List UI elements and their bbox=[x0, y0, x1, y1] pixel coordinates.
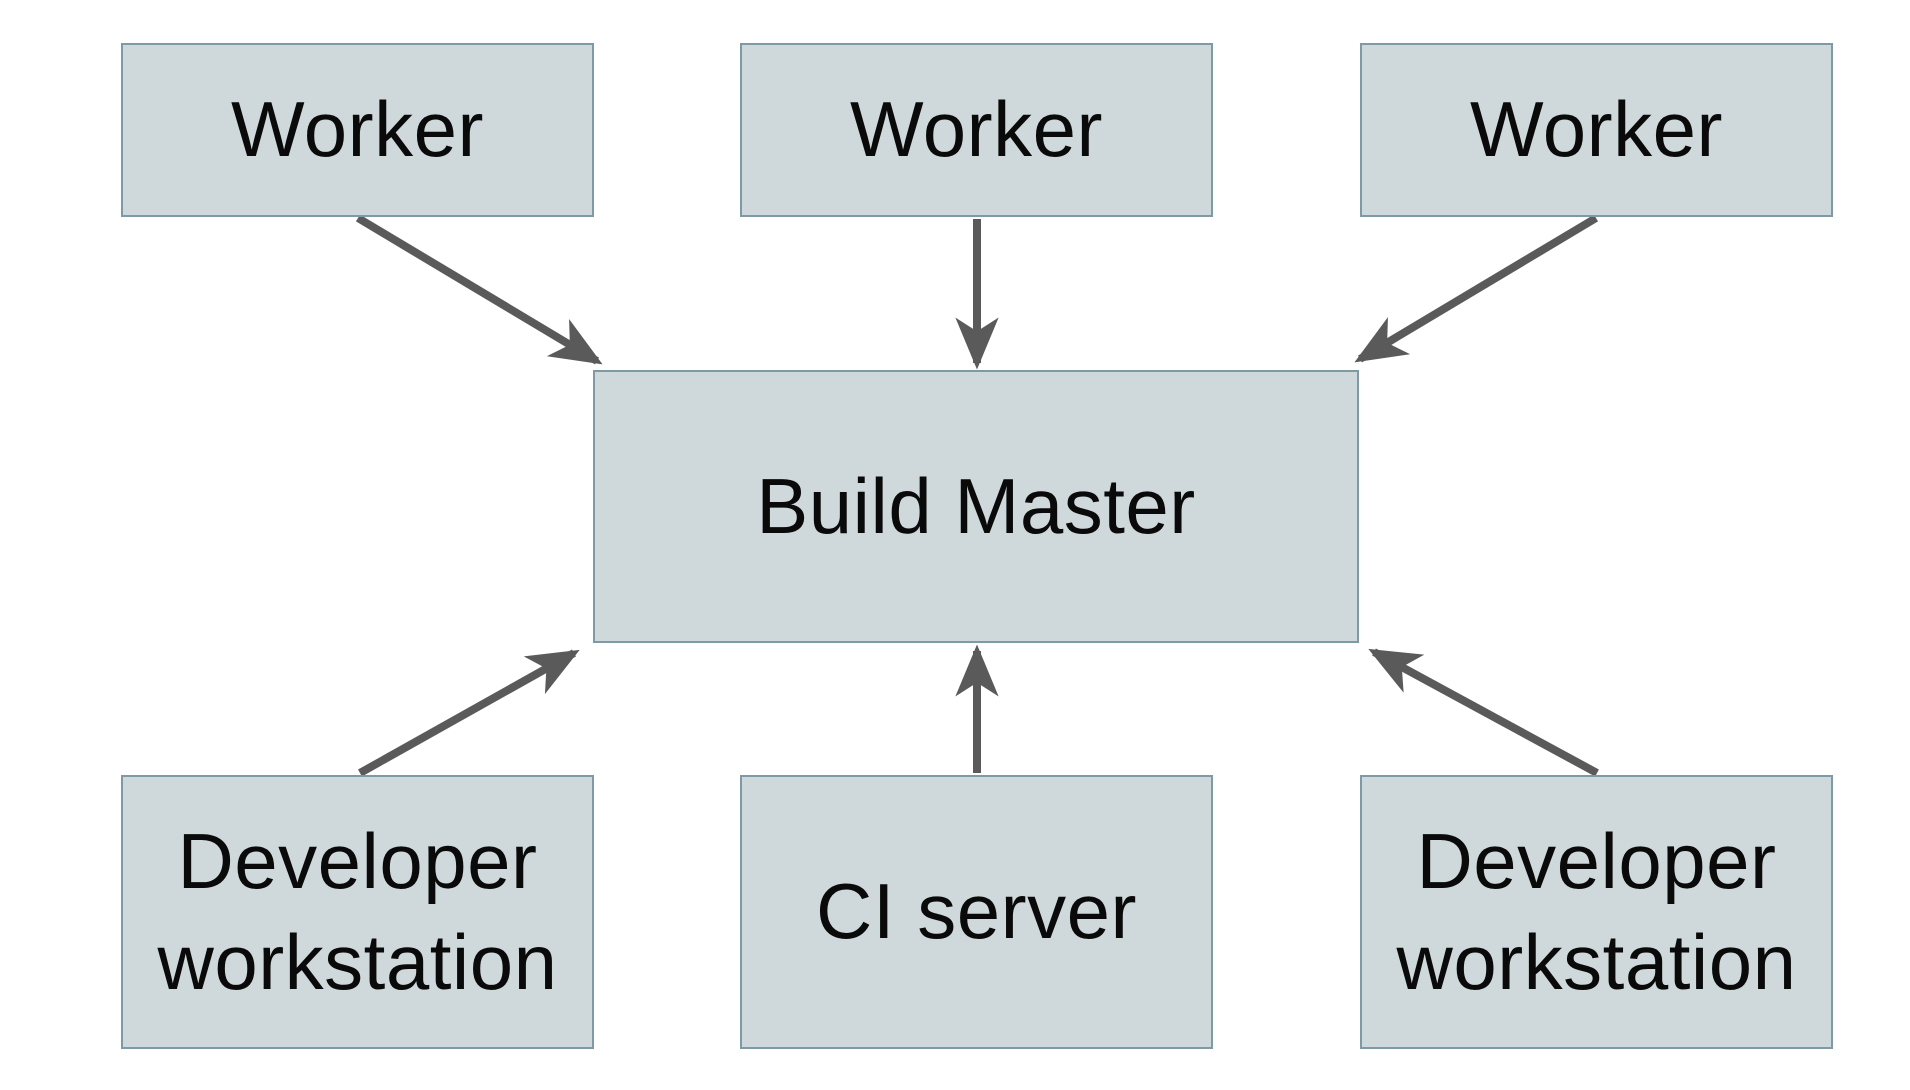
node-label-build-master: Build Master bbox=[756, 461, 1196, 550]
diagram-node-developer-workstation-left: Developer workstation bbox=[121, 775, 594, 1049]
node-label-ci-server: CI server bbox=[816, 867, 1137, 956]
node-label-worker-2: Worker bbox=[850, 85, 1103, 174]
arrow-worker-3-to-build-master bbox=[1354, 214, 1599, 363]
diagram-node-build-master: Build Master bbox=[593, 370, 1359, 643]
node-label-worker-3: Worker bbox=[1470, 85, 1723, 174]
diagram-node-worker-2: Worker bbox=[740, 43, 1213, 217]
arrow-developer-workstation-left-to-build-master bbox=[358, 649, 580, 777]
node-label-developer-workstation-left-line-1: Developer bbox=[177, 816, 538, 905]
diagram-node-worker-1: Worker bbox=[121, 43, 594, 217]
node-label-developer-workstation-right-line-1: Developer bbox=[1416, 816, 1777, 905]
node-label-developer-workstation-right-line-2: workstation bbox=[1396, 918, 1797, 1006]
arrow-developer-workstation-right-to-build-master bbox=[1368, 648, 1599, 777]
node-label-developer-workstation-left-line-2: workstation bbox=[157, 918, 558, 1006]
diagram-node-ci-server: CI server bbox=[740, 775, 1213, 1049]
arrow-worker-1-to-build-master bbox=[355, 214, 603, 365]
diagram-node-worker-3: Worker bbox=[1360, 43, 1833, 217]
diagram-node-developer-workstation-right: Developer workstation bbox=[1360, 775, 1833, 1049]
node-label-worker-1: Worker bbox=[231, 85, 484, 174]
